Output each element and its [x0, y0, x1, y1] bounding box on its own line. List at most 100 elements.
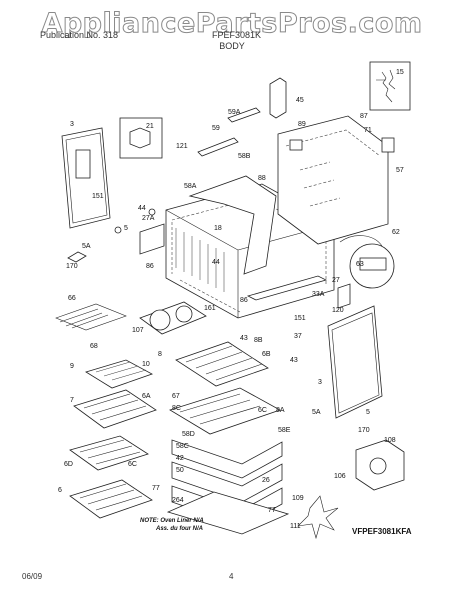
callout: 43 [290, 357, 298, 364]
callout: 86 [146, 263, 154, 270]
part-terminal-block [339, 235, 395, 289]
footer-page: 4 [229, 572, 234, 581]
publication-number: Publication No. 318 [40, 30, 119, 40]
callout: 8 [158, 351, 162, 358]
callout: 62 [392, 229, 400, 236]
callout: 15 [396, 69, 404, 76]
part-insulation-blanket [188, 175, 277, 275]
callout: 58E [278, 427, 291, 434]
callout: 57 [396, 167, 404, 174]
callout: 109 [292, 495, 304, 502]
note-line-1: NOTE: Oven Liner N/A [140, 518, 204, 524]
callout: 111 [290, 523, 301, 530]
callout: 8C [172, 405, 181, 412]
part-trim-59 [197, 137, 239, 157]
part-drawer-assembly [166, 387, 290, 535]
callout: 58D [182, 431, 195, 438]
part-bracket-27a [139, 223, 165, 255]
footer-date: 06/09 [22, 572, 43, 581]
callout: 5 [366, 409, 370, 416]
callout: 107 [132, 327, 144, 334]
callout: 50 [176, 467, 184, 474]
callout: 63 [356, 261, 364, 268]
callout: 120 [332, 307, 344, 314]
callout: 108 [384, 437, 396, 444]
callout: 77 [268, 507, 276, 514]
part-trim-59a [227, 107, 261, 123]
callout: 58C [176, 443, 189, 450]
section-title: BODY [219, 41, 245, 51]
callout: 6 [58, 487, 62, 494]
callout-labels: 15 45 59A 87 89 71 3 21 59 121 58B 88 57… [58, 69, 404, 530]
callout: 8B [254, 337, 263, 344]
callout: 106 [334, 473, 346, 480]
callout: 7 [70, 397, 74, 404]
part-bracket-120 [337, 283, 351, 309]
note-line-2: Ass. du four N/A [155, 526, 203, 532]
callout: 8A [276, 407, 285, 414]
callout: 87 [360, 113, 368, 120]
callout: 26 [262, 477, 270, 484]
part-oven-rack-6d [69, 435, 149, 471]
diagram-code: VFPEF3081KFA [352, 527, 412, 536]
callout: 151 [294, 315, 306, 322]
part-fan-motor [355, 439, 405, 491]
callout: 3 [318, 379, 322, 386]
callout: 170 [358, 427, 370, 434]
callout: 37 [294, 333, 302, 340]
callout: 59A [228, 109, 241, 116]
callout: 9 [70, 363, 74, 370]
callout: 67 [172, 393, 180, 400]
callout: 27A [142, 215, 155, 222]
watermark-logo: AppliancePartsPros.com [41, 8, 423, 40]
callout: 5A [312, 409, 321, 416]
callout: 27 [332, 277, 340, 284]
callout: 10 [142, 361, 150, 368]
part-screw-44 [148, 208, 156, 216]
callout: 68 [90, 343, 98, 350]
callout: 21 [146, 123, 154, 130]
callout: 44 [212, 259, 220, 266]
part-side-panel-left [61, 127, 111, 229]
callout: 66 [68, 295, 76, 302]
part-wire-harness [369, 61, 411, 111]
callout: 58A [184, 183, 197, 190]
callout: 161 [204, 305, 216, 312]
callout: 58B [238, 153, 251, 160]
callout: 45 [296, 97, 304, 104]
part-oven-rack-7 [73, 389, 157, 429]
part-bake-element [55, 303, 127, 331]
part-screw-5 [114, 226, 122, 234]
part-strip-33a [246, 275, 328, 301]
part-oven-rack-6 [69, 479, 153, 519]
callout: 121 [176, 143, 188, 150]
callout: 86 [240, 297, 248, 304]
callout: 71 [364, 127, 372, 134]
part-back-panel [277, 115, 395, 245]
part-vent-bracket [269, 77, 287, 119]
callout: 88 [258, 175, 266, 182]
callout: 5A [82, 243, 91, 250]
callout: 6C [258, 407, 267, 414]
callout: 44 [138, 205, 146, 212]
part-broil-pan [85, 359, 153, 389]
callout: 18 [214, 225, 222, 232]
part-bracket-box [119, 117, 163, 159]
callout: 151 [92, 193, 104, 200]
callout: 89 [298, 121, 306, 128]
part-side-panel-right [327, 305, 383, 419]
model-number: FPEF3081K [212, 30, 262, 40]
part-convection-fan [139, 301, 207, 335]
callout: 6D [64, 461, 73, 468]
callout: 43 [240, 335, 248, 342]
callout: 33A [312, 291, 325, 298]
callout: 5 [124, 225, 128, 232]
callout: 59 [212, 125, 220, 132]
callout: 6C [128, 461, 137, 468]
callout: 3 [70, 121, 74, 128]
callout: 170 [66, 263, 78, 270]
part-fan-blade [297, 495, 339, 540]
callout: 42 [176, 455, 184, 462]
